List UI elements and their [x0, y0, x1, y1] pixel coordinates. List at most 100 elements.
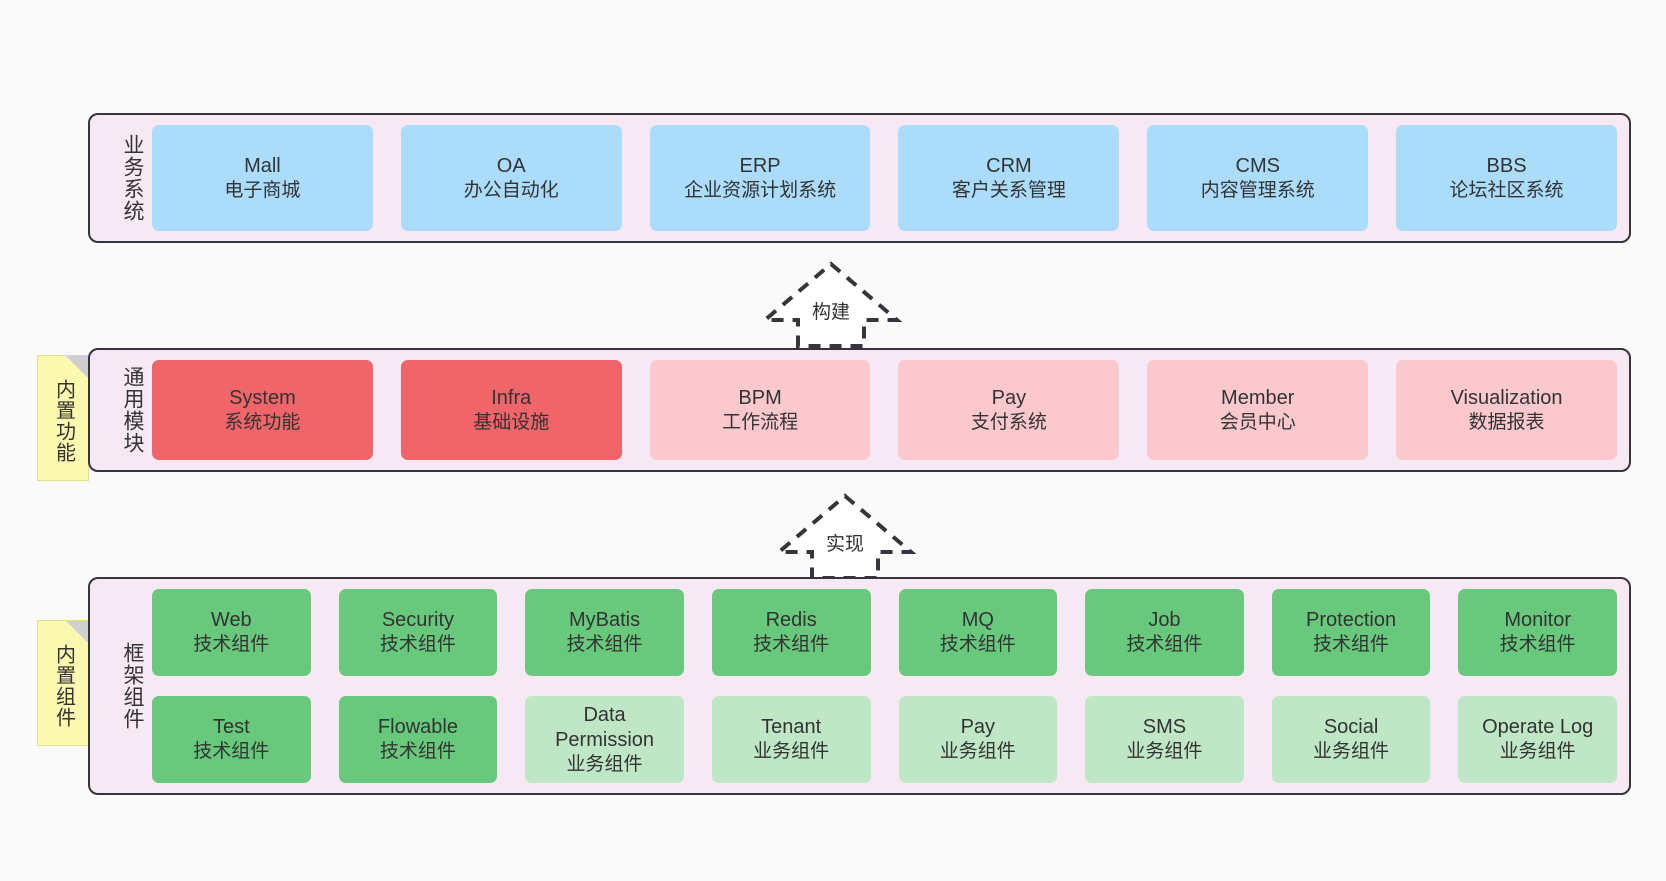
- card-title: Redis: [765, 609, 817, 632]
- card-title: Web: [210, 609, 252, 632]
- card-subtitle: 技术组件: [379, 741, 456, 763]
- card-subtitle: 电子商城: [224, 179, 301, 201]
- arrow-build-label: 构建: [811, 302, 850, 323]
- layer-body-business-system: Mall 电子商城 OA 办公自动化 ERP 企业资源计划系统 CRM 客户关系…: [144, 115, 1629, 241]
- card-title: Flowable: [377, 716, 458, 739]
- card-title: Member: [1221, 386, 1295, 409]
- card-title: MQ: [961, 609, 994, 632]
- card-system[interactable]: System 系统功能: [152, 360, 373, 460]
- card-cms[interactable]: CMS 内容管理系统: [1147, 125, 1369, 231]
- card-job[interactable]: Job 技术组件: [1085, 589, 1244, 676]
- card-subtitle: 业务组件: [566, 753, 643, 775]
- card-monitor[interactable]: Monitor 技术组件: [1458, 589, 1617, 676]
- card-mall[interactable]: Mall 电子商城: [152, 125, 373, 231]
- card-protection[interactable]: Protection 技术组件: [1271, 589, 1431, 676]
- note-builtin-component: 内置组件: [37, 620, 89, 746]
- card-title: Operate Log: [1482, 716, 1594, 739]
- card-erp[interactable]: ERP 企业资源计划系统: [649, 125, 871, 231]
- card-subtitle: 技术组件: [1313, 634, 1390, 656]
- note-label: 内置功能: [52, 379, 75, 463]
- card-subtitle: 技术组件: [1499, 634, 1576, 656]
- card-title: MyBatis: [569, 609, 641, 632]
- card-title: Infra: [491, 386, 532, 409]
- card-subtitle: 支付系统: [970, 411, 1047, 433]
- layer-title-common-module: 通用模块: [121, 366, 144, 454]
- card-oa[interactable]: OA 办公自动化: [400, 125, 622, 231]
- card-redis[interactable]: Redis 技术组件: [711, 589, 871, 676]
- card-subtitle: 业务组件: [939, 741, 1016, 763]
- layer-framework-component: 框架组件 Web 技术组件 Security 技术组件 MyBatis 技术组件…: [88, 577, 1631, 795]
- card-title: System: [229, 386, 296, 409]
- card-row: Web 技术组件 Security 技术组件 MyBatis 技术组件 Redi…: [152, 579, 1617, 686]
- card-subtitle: 技术组件: [1126, 634, 1203, 656]
- arrow-build: 构建: [756, 258, 906, 350]
- card-pay-component[interactable]: Pay 业务组件: [898, 696, 1058, 783]
- card-title: BBS: [1486, 154, 1527, 177]
- layer-business-system: 业务系统 Mall 电子商城 OA 办公自动化 ERP 企业资源计划系统 CRM…: [88, 113, 1631, 243]
- card-subtitle: 论坛社区系统: [1449, 179, 1564, 201]
- card-web[interactable]: Web 技术组件: [152, 589, 311, 676]
- card-subtitle: 技术组件: [379, 634, 456, 656]
- arrow-build-icon: [759, 261, 903, 348]
- card-title: OA: [496, 154, 526, 177]
- card-subtitle: 业务组件: [1313, 741, 1390, 763]
- card-subtitle: 企业资源计划系统: [684, 179, 837, 201]
- note-fold-icon: [66, 356, 88, 378]
- card-social[interactable]: Social 业务组件: [1271, 696, 1431, 783]
- card-operate-log[interactable]: Operate Log 业务组件: [1458, 696, 1617, 783]
- card-subtitle: 客户关系管理: [951, 179, 1066, 201]
- card-crm[interactable]: CRM 客户关系管理: [898, 125, 1120, 231]
- card-pay[interactable]: Pay 支付系统: [898, 360, 1120, 460]
- arrow-implement-label: 实现: [825, 534, 864, 555]
- card-bbs[interactable]: BBS 论坛社区系统: [1396, 125, 1617, 231]
- card-tenant[interactable]: Tenant 业务组件: [711, 696, 871, 783]
- card-title: Social: [1323, 716, 1379, 739]
- card-title: CRM: [986, 154, 1032, 177]
- card-subtitle: 技术组件: [753, 634, 830, 656]
- card-title: Security: [381, 609, 455, 632]
- card-title: Visualization: [1450, 386, 1563, 409]
- card-title: Test: [212, 716, 250, 739]
- card-title: Monitor: [1504, 609, 1572, 632]
- layer-body-framework-component: Web 技术组件 Security 技术组件 MyBatis 技术组件 Redi…: [144, 579, 1629, 793]
- card-subtitle: 基础设施: [473, 411, 550, 433]
- card-subtitle: 技术组件: [193, 741, 270, 763]
- card-infra[interactable]: Infra 基础设施: [400, 360, 622, 460]
- card-title: Protection: [1306, 609, 1397, 632]
- card-subtitle: 技术组件: [939, 634, 1016, 656]
- card-title: Pay: [991, 386, 1027, 409]
- note-builtin-function: 内置功能: [37, 355, 89, 481]
- card-security[interactable]: Security 技术组件: [338, 589, 498, 676]
- card-row: System 系统功能 Infra 基础设施 BPM 工作流程 Pay 支付系统…: [152, 350, 1617, 470]
- note-fold-icon: [66, 621, 88, 643]
- card-title: SMS: [1142, 716, 1187, 739]
- card-subtitle: 业务组件: [1126, 741, 1203, 763]
- card-subtitle: 技术组件: [193, 634, 270, 656]
- arrow-implement: 实现: [770, 490, 920, 582]
- card-mq[interactable]: MQ 技术组件: [898, 589, 1058, 676]
- card-sms[interactable]: SMS 业务组件: [1085, 696, 1244, 783]
- card-title: BPM: [738, 386, 782, 409]
- card-visualization[interactable]: Visualization 数据报表: [1396, 360, 1617, 460]
- layer-title-business-system: 业务系统: [121, 134, 144, 222]
- card-member[interactable]: Member 会员中心: [1147, 360, 1369, 460]
- card-row: Mall 电子商城 OA 办公自动化 ERP 企业资源计划系统 CRM 客户关系…: [152, 115, 1617, 241]
- card-row: Test 技术组件 Flowable 技术组件 Data Permission …: [152, 686, 1617, 793]
- card-test[interactable]: Test 技术组件: [152, 696, 311, 783]
- layer-title-framework-component: 框架组件: [121, 642, 144, 730]
- card-title: Tenant: [761, 716, 822, 739]
- card-subtitle: 内容管理系统: [1200, 179, 1315, 201]
- card-subtitle: 技术组件: [566, 634, 643, 656]
- card-subtitle: 业务组件: [753, 741, 830, 763]
- card-bpm[interactable]: BPM 工作流程: [649, 360, 871, 460]
- card-data-permission[interactable]: Data Permission 业务组件: [525, 696, 684, 783]
- card-title: Pay: [960, 716, 996, 739]
- card-subtitle: 系统功能: [224, 411, 301, 433]
- card-mybatis[interactable]: MyBatis 技术组件: [525, 589, 684, 676]
- card-subtitle: 会员中心: [1219, 411, 1296, 433]
- card-flowable[interactable]: Flowable 技术组件: [338, 696, 498, 783]
- card-title: Data Permission: [555, 703, 655, 751]
- card-title: CMS: [1235, 154, 1280, 177]
- card-title: ERP: [739, 154, 781, 177]
